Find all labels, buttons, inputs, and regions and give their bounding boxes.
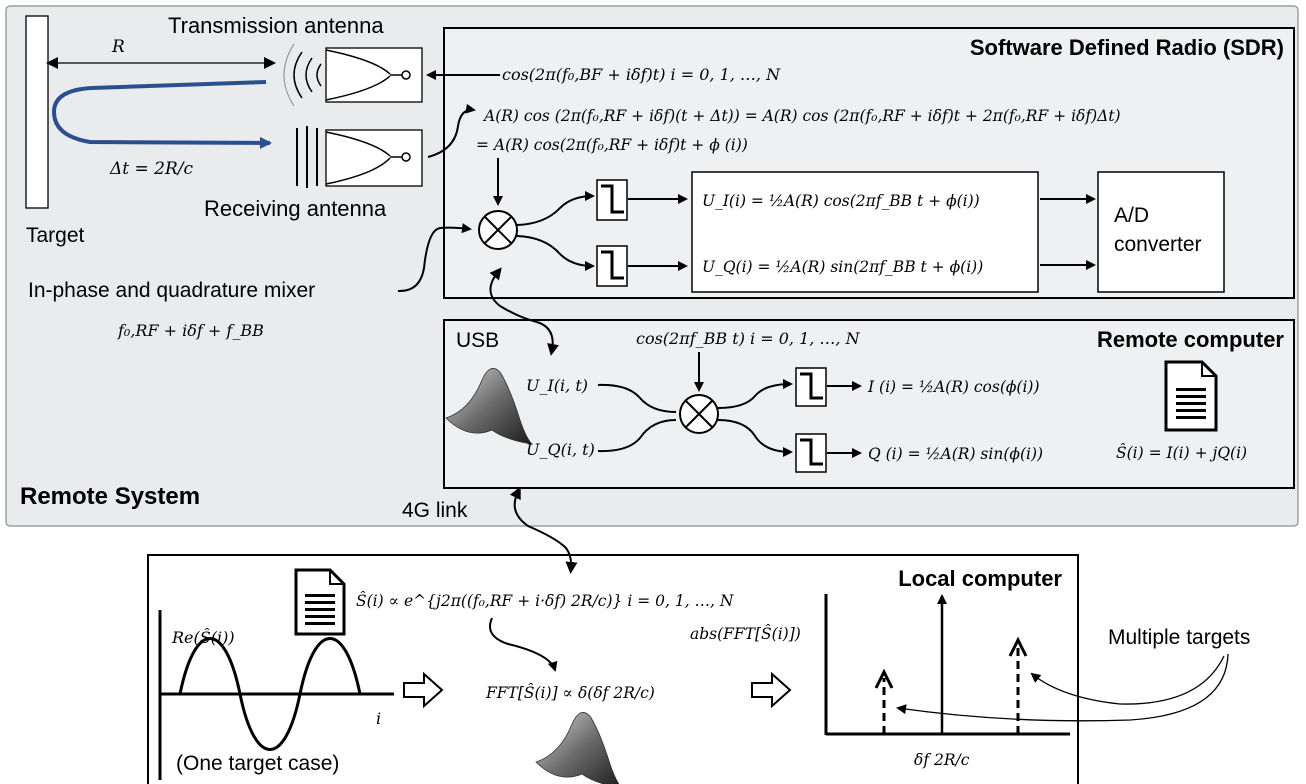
s-hat-eq: Ŝ(i) = I(i) + jQ(i) [1116,444,1247,462]
adc-label-1: A/D [1114,204,1149,227]
tx-antenna-icon [283,43,423,107]
uq-input-label: U_Q(i, t) [526,440,595,459]
targets-pointer-1 [896,653,1229,722]
ui-input-label: U_I(i, t) [526,376,588,395]
sinusoid-curve [178,637,362,751]
fft-equation: FFT[Ŝ(i)] ∝ δ(δf 2R/c) [485,684,655,702]
lo-bb-signal: cos(2πf_BB t) i = 0, 1, …, N [636,329,861,348]
lowpass-filter-i-icon [596,179,628,221]
ui-to-mixer-curve [597,383,677,413]
tx-signal-eq: cos(2π(f₀,BF + iδf)t) i = 0, 1, …, N [502,65,781,84]
dmixer-to-lpf-i [717,379,793,409]
rx-feed-arrow [427,103,476,158]
s-to-fft-arrow [489,617,558,672]
iq-mixer-icon [478,210,518,250]
rx-signal-eq-2: = A(R) cos(2π(f₀,RF + iδf)t + ϕ (i)) [476,136,748,154]
iq-mixer-label: In-phase and quadrature mixer [28,279,315,302]
abs-fft-label: abs(FFT[Ŝ(i)]) [690,625,801,643]
remote-system-title: Remote System [20,483,200,510]
re-s-label: Re(Ŝ(i)) [171,627,235,647]
tx-antenna-label: Transmission antenna [168,13,384,38]
adc-label-2: converter [1114,233,1202,256]
rx-signal-eq-1: A(R) cos (2π(f₀,RF + iδf)(t + Δt)) = A(R… [482,107,1121,125]
document-icon [1164,360,1218,432]
range-label: R [111,37,125,57]
digital-lpf-i-icon [795,367,827,407]
peak-axis-label: δf 2R/c [914,751,970,769]
dmixer-to-lpf-q [717,419,793,457]
4g-link-label: 4G link [402,499,468,522]
rx-antenna-icon [296,126,423,188]
lo-to-mixer-arrow [397,223,472,293]
lo-freq-label: f₀,RF + iδf + f_BB [117,321,264,340]
i-axis-label: i [376,709,381,728]
delay-label: Δt = 2R/c [109,159,194,179]
mixer-to-lpf-q [516,235,595,271]
echo-path [51,80,272,149]
hollow-arrow-2-icon [751,671,792,709]
sdr-title: Software Defined Radio (SDR) [970,35,1284,60]
targets-pointer-2 [1030,655,1225,705]
local-document-icon [294,568,346,636]
i-output-eq: I (i) = ½A(R) cos(ϕ(i)) [867,378,1040,396]
uq-equation: U_Q(i) = ½A(R) sin(2πf_BB t + ϕ(i)) [702,258,983,276]
usb-label: USB [456,329,499,352]
usb-link-arrow [489,267,559,356]
remote-computer-box [443,319,1295,489]
lowpass-filter-q-icon [596,245,628,287]
digital-mixer-icon [679,394,719,434]
baseband-eq-box [691,171,1039,293]
one-target-label: (One target case) [176,752,339,775]
mixer-to-lpf-i [516,191,595,226]
adc-box [1097,171,1225,293]
target-plate [25,15,49,209]
local-computer-title: Local computer [898,566,1062,591]
local-matlab-logo-icon [535,712,620,784]
ui-equation: U_I(i) = ½A(R) cos(2πf_BB t + ϕ(i)) [702,192,980,210]
multiple-targets-label: Multiple targets [1108,626,1250,649]
remote-computer-title: Remote computer [1097,327,1284,352]
rx-antenna-label: Receiving antenna [204,196,387,221]
target-label: Target [26,224,85,247]
hollow-arrow-1-icon [403,671,444,709]
s-prop-eq: Ŝ(i) ∝ e^{j2π((f₀,RF + i·δf) 2R/c)} i = … [356,592,735,610]
uq-to-mixer-curve [597,419,677,453]
matlab-logo-icon [445,368,534,445]
digital-lpf-q-icon [795,433,827,473]
q-output-eq: Q (i) = ½A(R) sin(ϕ(i)) [868,445,1043,463]
4g-link-arrow [509,486,578,574]
